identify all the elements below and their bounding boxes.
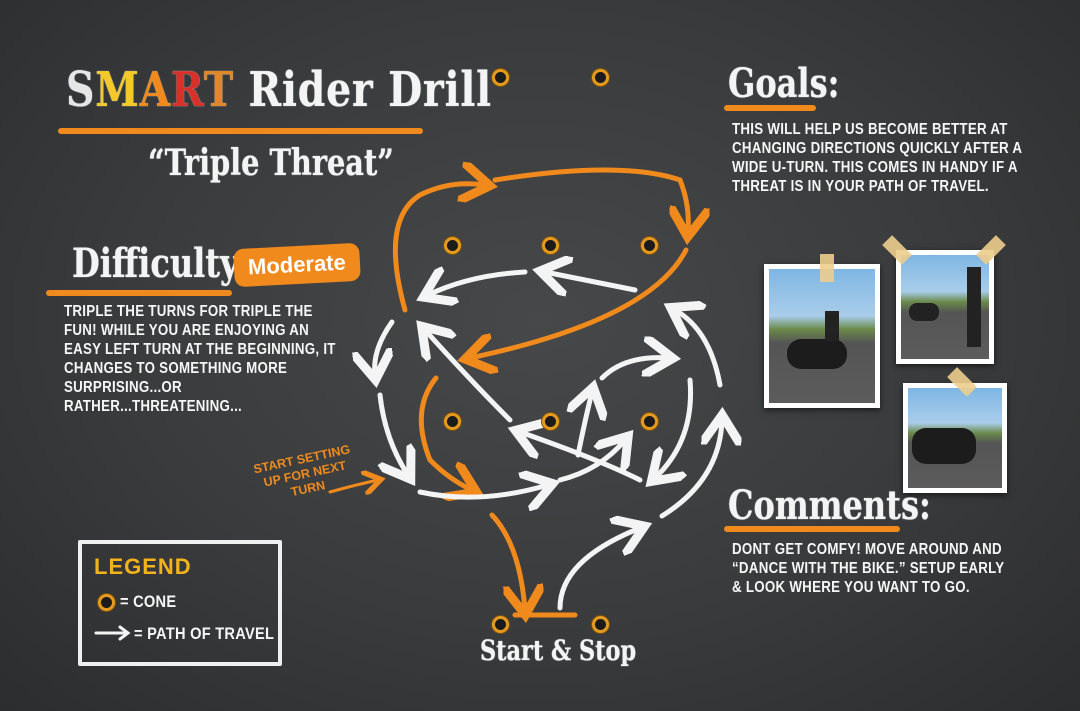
path-white-6 <box>375 319 392 375</box>
cone-icon <box>492 69 509 86</box>
path-white-2 <box>659 420 722 519</box>
path-orange-start <box>489 512 525 610</box>
difficulty-description: Triple the turns for triple the fun! Whi… <box>64 303 336 415</box>
cone-icon <box>592 69 609 86</box>
path-white-9 <box>557 440 625 483</box>
page-title: SMART Rider Drill <box>66 62 492 118</box>
difficulty-heading: Difficulty: <box>72 240 251 287</box>
subtitle: “Triple Threat” <box>148 142 394 184</box>
path-white-5 <box>428 272 528 295</box>
difficulty-underline <box>46 290 232 296</box>
cone-icon <box>444 237 461 254</box>
arrow-right-icon <box>94 625 131 641</box>
path-orange-top <box>492 167 688 232</box>
legend-path-label: = Path of Travel <box>134 624 275 643</box>
tape <box>820 254 834 282</box>
title-letter-a: A <box>139 62 172 118</box>
title-underline <box>58 128 423 134</box>
cone-icon <box>542 413 559 430</box>
goals-underline <box>724 105 816 111</box>
path-white-3 <box>675 310 723 388</box>
annotation-arrow <box>328 480 378 492</box>
path-orange-loop <box>392 184 485 313</box>
photo-rider-standing <box>896 250 994 364</box>
path-white-11 <box>425 330 513 423</box>
title-letter-r: R <box>171 62 204 118</box>
start-stop-label: Start & Stop <box>480 634 637 667</box>
path-orange-lower <box>418 375 472 490</box>
title-rest: Rider Drill <box>233 62 492 118</box>
title-letter-m: M <box>95 62 140 118</box>
cone-icon <box>98 594 115 611</box>
path-white-1 <box>557 528 640 611</box>
title-letter-t: T <box>203 62 234 118</box>
comments-text: Dont get comfy! Move around and “dance w… <box>732 541 1005 596</box>
goals-heading: Goals: <box>728 60 840 107</box>
cone-icon <box>641 237 658 254</box>
cone-icon <box>492 616 509 633</box>
title-letter-s: S <box>66 62 96 118</box>
legend: Legend = Cone = Path of Travel <box>78 540 282 666</box>
cone-icon <box>641 413 658 430</box>
path-white-7 <box>377 392 408 475</box>
legend-title: Legend <box>94 554 192 579</box>
path-white-10 <box>520 432 643 483</box>
cone-icon <box>444 413 461 430</box>
comments-heading: Comments: <box>728 482 931 529</box>
cone-icon <box>542 237 559 254</box>
path-orange-diag <box>470 247 689 358</box>
path-white-4 <box>545 272 638 290</box>
photo-rider-turning <box>903 383 1007 493</box>
goals-text: This will help us become better at chang… <box>732 121 1022 195</box>
path-white-12 <box>578 392 592 458</box>
path-white-14 <box>655 377 694 478</box>
photo-rider-leaning <box>764 264 880 408</box>
legend-cone-label: = Cone <box>120 592 177 611</box>
path-white-8 <box>417 485 548 497</box>
path-white-13 <box>599 358 668 381</box>
comments-underline <box>724 526 900 532</box>
cone-icon <box>592 616 609 633</box>
